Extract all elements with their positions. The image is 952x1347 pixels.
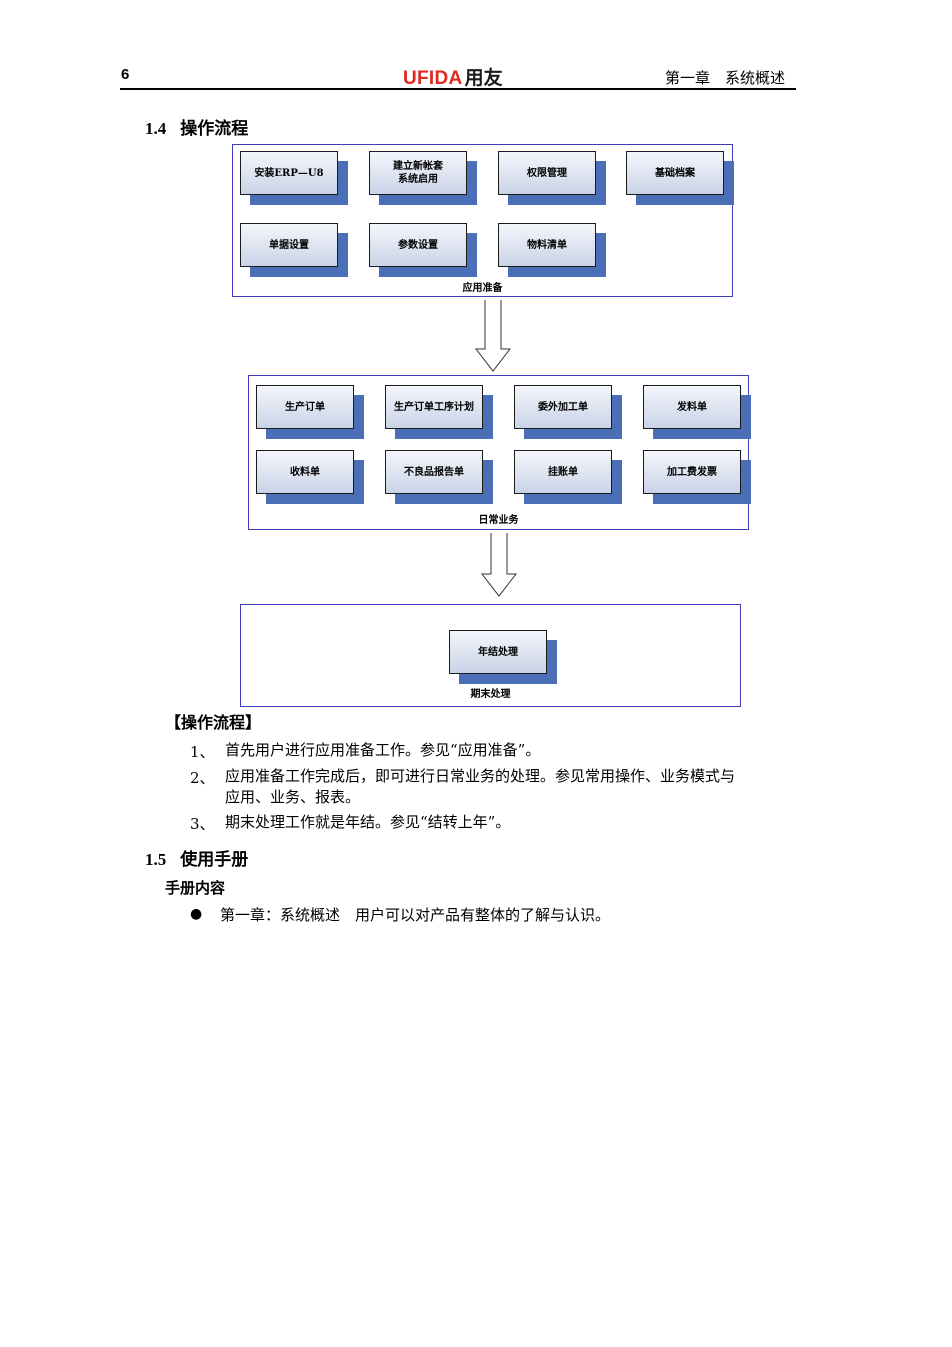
prep-box: 单据设置 (240, 223, 348, 277)
list-number: 2、 (190, 769, 215, 787)
section-number: 1.4 (145, 119, 167, 138)
manual-item: 第一章：系统概述 用户可以对产品有整体的了解与认识。 (220, 906, 611, 924)
prep-box: 权限管理 (498, 151, 606, 205)
section-heading-1-5: 1.5 使用手册 (145, 845, 248, 870)
prep-group: 安装ERP—U8 建立新帐套 系统启用 权限管理 基础档案 单据设置 参数设置 … (232, 144, 734, 297)
prep-label: 应用准备 (462, 283, 503, 294)
logo-brand: UFIDA (403, 68, 463, 89)
section-title: 操作流程 (180, 119, 249, 139)
daily-box: 收料单 (256, 450, 364, 504)
period-label: 期末处理 (470, 689, 511, 700)
logo-chinese: 用友 (464, 68, 503, 89)
flow-arrow-icon (480, 533, 518, 597)
daily-box: 不良品报告单 (385, 450, 493, 504)
daily-box: 委外加工单 (514, 385, 622, 439)
prep-box: 安装ERP—U8 (240, 151, 348, 205)
flow-notes-heading: 【操作流程】 (165, 713, 262, 732)
period-group: 年结处理 期末处理 (240, 604, 741, 707)
section-heading-1-4: 1.4 操作流程 (145, 114, 248, 139)
list-number: 1、 (190, 743, 215, 761)
period-box: 年结处理 (449, 630, 557, 684)
daily-box: 生产订单工序计划 (385, 385, 493, 439)
prep-box: 物料清单 (498, 223, 606, 277)
page-number: 6 (121, 66, 130, 83)
daily-label: 日常业务 (478, 515, 519, 526)
list-item-continuation: 应用、业务、报表。 (225, 788, 361, 806)
list-item: 应用准备工作完成后，即可进行日常业务的处理。参见常用操作、业务模式与 (225, 767, 736, 785)
flow-arrow-icon (474, 300, 512, 372)
daily-box: 加工费发票 (643, 450, 751, 504)
section-number: 1.5 (145, 850, 167, 869)
prep-box: 建立新帐套 系统启用 (369, 151, 477, 205)
chapter-title: 第一章 系统概述 (665, 69, 786, 87)
section-title: 使用手册 (180, 850, 249, 870)
list-item: 首先用户进行应用准备工作。参见“应用准备”。 (225, 741, 541, 759)
list-number: 3、 (190, 815, 215, 833)
daily-box: 发料单 (643, 385, 751, 439)
manual-subheading: 手册内容 (165, 879, 226, 897)
list-item: 期末处理工作就是年结。参见“结转上年”。 (225, 813, 511, 831)
prep-box: 基础档案 (626, 151, 734, 205)
header-divider (120, 88, 796, 90)
bullet-icon: ● (190, 906, 203, 922)
daily-box: 生产订单 (256, 385, 364, 439)
prep-box: 参数设置 (369, 223, 477, 277)
daily-group: 生产订单 生产订单工序计划 委外加工单 发料单 收料单 不良品报告单 挂账单 加… (248, 375, 751, 530)
daily-box: 挂账单 (514, 450, 622, 504)
